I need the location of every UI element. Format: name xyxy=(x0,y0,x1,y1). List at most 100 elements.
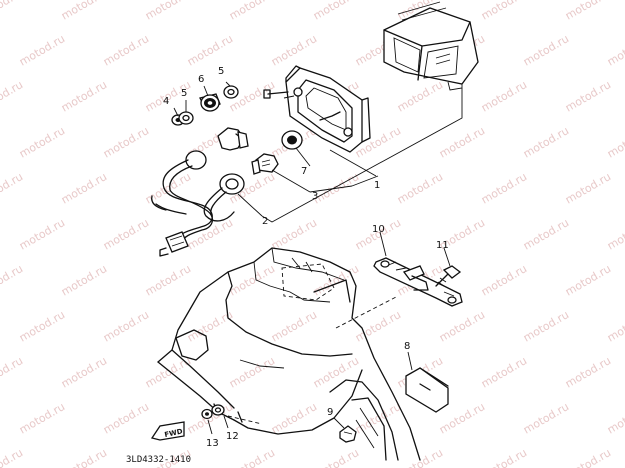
washer-12[interactable] xyxy=(211,404,225,416)
watermark-text: motod.ru xyxy=(269,308,319,344)
leader-10 xyxy=(379,231,387,257)
watermark-text: motod.ru xyxy=(605,400,625,436)
diagram-code: 3LD4332-1410 xyxy=(126,455,191,465)
watermark-text: motod.ru xyxy=(605,216,625,252)
watermark-text: motod.ru xyxy=(563,170,613,206)
callout-2: 2 xyxy=(262,216,268,227)
watermark-text: motod.ru xyxy=(605,308,625,344)
watermark-text: motod.ru xyxy=(563,446,613,468)
watermark-text: motod.ru xyxy=(353,400,403,436)
watermark-text: motod.ru xyxy=(101,308,151,344)
watermark-text: motod.ru xyxy=(59,170,109,206)
lamp-housing[interactable] xyxy=(283,65,371,153)
watermark-text: motod.ru xyxy=(101,32,151,68)
watermark-text: motod.ru xyxy=(269,216,319,252)
watermark-text: motod.ru xyxy=(0,446,25,468)
callout-numbers: 1 2 3 4 5 6 5 7 8 9 10 11 12 13 xyxy=(163,66,449,449)
watermark-text: motod.ru xyxy=(521,216,571,252)
watermark-text: motod.ru xyxy=(101,400,151,436)
watermark-text: motod.ru xyxy=(437,308,487,344)
watermark-text: motod.ru xyxy=(437,124,487,160)
watermark-text: motod.ru xyxy=(59,78,109,114)
watermark-text: motod.ru xyxy=(17,400,67,436)
watermark-text: motod.ru xyxy=(395,78,445,114)
watermark-text: motod.ru xyxy=(479,262,529,298)
bolt-11[interactable] xyxy=(435,265,462,287)
callout-1: 1 xyxy=(374,180,380,191)
leader-8 xyxy=(407,351,413,371)
forward-label: FWD xyxy=(164,427,184,439)
assembly-line-bolt xyxy=(227,415,263,425)
nut-13[interactable] xyxy=(201,408,213,420)
callout-7: 7 xyxy=(301,166,307,177)
leader-13 xyxy=(207,419,213,435)
callout-10: 10 xyxy=(372,224,385,235)
watermark-text: motod.ru xyxy=(59,446,109,468)
watermark-text: motod.ru xyxy=(563,354,613,390)
watermark-text: motod.ru xyxy=(17,308,67,344)
nut-5-left[interactable] xyxy=(178,111,194,125)
forward-arrow-icon: FWD xyxy=(150,421,185,441)
watermark-text: motod.ru xyxy=(269,400,319,436)
watermark-text: motod.ru xyxy=(17,32,67,68)
watermark-text: motod.ru xyxy=(395,170,445,206)
tail-lamp-lens[interactable] xyxy=(383,1,479,91)
license-bracket-10[interactable] xyxy=(373,257,463,307)
rear-fender[interactable] xyxy=(157,247,421,461)
leader-12 xyxy=(223,415,229,429)
callout-5-right: 5 xyxy=(218,66,224,77)
grommet-6[interactable] xyxy=(199,93,221,112)
bulb-upper[interactable] xyxy=(217,127,249,151)
watermark-text: motod.ru xyxy=(0,78,25,114)
bulb-lower[interactable] xyxy=(251,153,279,175)
watermark-text: motod.ru xyxy=(311,446,361,468)
watermark-text: motod.ru xyxy=(395,446,445,468)
watermark-text: motod.ru xyxy=(563,78,613,114)
watermark-text: motod.ru xyxy=(143,0,193,23)
watermark-text: motod.ru xyxy=(0,170,25,206)
watermark-text: motod.ru xyxy=(563,262,613,298)
watermark-text: motod.ru xyxy=(479,0,529,23)
watermark-text: motod.ru xyxy=(227,354,277,390)
callout-11: 11 xyxy=(436,240,449,251)
watermark-text: motod.ru xyxy=(17,124,67,160)
watermark-text: motod.ru xyxy=(17,216,67,252)
mounting-screw[interactable] xyxy=(263,89,289,99)
watermark-text: motod.ru xyxy=(227,262,277,298)
watermark-text: motod.ru xyxy=(227,0,277,23)
watermark-text: motod.ru xyxy=(479,78,529,114)
watermark-text: motod.ru xyxy=(227,446,277,468)
watermark-text: motod.ru xyxy=(143,262,193,298)
watermark-text: motod.ru xyxy=(0,262,25,298)
callout-4: 4 xyxy=(163,96,169,107)
watermark-text: motod.ru xyxy=(563,0,613,23)
callout-9: 9 xyxy=(327,407,333,418)
leader-11 xyxy=(443,247,451,267)
callout-6: 6 xyxy=(198,74,204,85)
watermark-text: motod.ru xyxy=(59,0,109,23)
reflector-8[interactable] xyxy=(405,367,449,413)
watermark-text: motod.ru xyxy=(101,216,151,252)
wiring-harness[interactable] xyxy=(151,150,245,257)
watermark-text: motod.ru xyxy=(269,32,319,68)
assembly-line-bracket xyxy=(335,295,399,329)
watermark-text: motod.ru xyxy=(605,124,625,160)
watermark-text: motod.ru xyxy=(59,354,109,390)
callout-5-left: 5 xyxy=(181,88,187,99)
callout-12: 12 xyxy=(226,431,239,442)
watermark-text: motod.ru xyxy=(605,32,625,68)
callout-13: 13 xyxy=(206,438,219,449)
watermark-text: motod.ru xyxy=(521,308,571,344)
watermark-text: motod.ru xyxy=(59,262,109,298)
gasket-7[interactable] xyxy=(281,130,303,150)
watermark-text: motod.ru xyxy=(311,0,361,23)
bolt-9[interactable] xyxy=(339,425,357,443)
nut-5-right[interactable] xyxy=(223,85,239,99)
leader-lines-upper xyxy=(173,81,463,223)
watermark-text: motod.ru xyxy=(521,400,571,436)
watermark-text: motod.ru xyxy=(521,32,571,68)
watermark-text: motod.ru xyxy=(185,32,235,68)
